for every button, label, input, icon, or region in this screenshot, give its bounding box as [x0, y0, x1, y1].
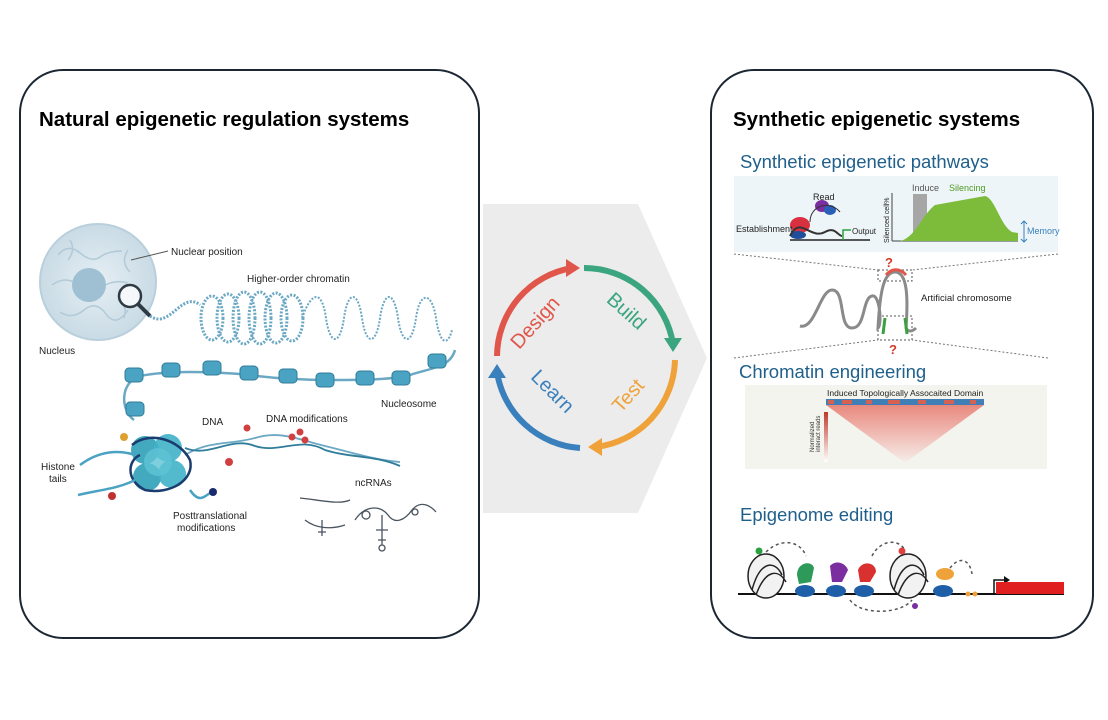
- learn-arrowhead: [488, 364, 506, 378]
- tad-label: Induced Topologically Assocaited Domain: [827, 388, 984, 398]
- tad-ylabel-2: interact reads: [816, 416, 822, 452]
- test-arrowhead: [588, 438, 602, 456]
- establishment-label: Establishment: [736, 224, 793, 234]
- ncrna-structures: [299, 497, 437, 552]
- build-arrowhead: [664, 338, 682, 352]
- pathways-heading: Synthetic epigenetic pathways: [740, 151, 989, 172]
- editing-heading: Epigenome editing: [740, 504, 894, 525]
- left-panel-title: Natural epigenetic regulation systems: [39, 108, 410, 131]
- design-arc: [494, 265, 573, 357]
- build-arc: [583, 264, 676, 345]
- question-mark-top: ?: [885, 255, 893, 270]
- nucleosome-label: Nucleosome: [381, 399, 437, 410]
- ptm-label-2: modifications: [177, 523, 235, 534]
- epigenome-editing-illustration: [738, 541, 1064, 612]
- synthetic-systems-panel: [710, 69, 1094, 639]
- tad-map: [824, 399, 984, 463]
- higher-order-chromatin: [149, 290, 453, 346]
- ptm-label-1: Posttranslational: [173, 511, 247, 522]
- output-label: Output: [852, 227, 877, 236]
- silencing-label: Silencing: [949, 183, 986, 193]
- right-panel-title: Synthetic epigenetic systems: [733, 108, 1021, 131]
- silencing-plot: [891, 193, 1028, 243]
- pathways-circuit: [789, 200, 870, 241]
- artificial-chromosome: [733, 253, 1059, 359]
- dna-methyl-marks: [225, 424, 309, 466]
- higher-order-chromatin-label: Higher-order chromatin: [247, 274, 350, 285]
- histone-tails-label-1: Histone: [41, 462, 75, 473]
- nucleus-illustration: [39, 223, 169, 341]
- natural-systems-panel: [19, 69, 480, 639]
- dna-label: DNA: [202, 417, 223, 428]
- chromatin-heading: Chromatin engineering: [739, 361, 927, 382]
- design-arrowhead: [566, 259, 580, 277]
- dbtl-cycle: [488, 259, 682, 456]
- nucleosome-fiber: [122, 349, 457, 422]
- nuclear-position-label: Nuclear position: [171, 247, 243, 258]
- silenced-cell-ylabel: Silenced cell%: [884, 197, 891, 243]
- test-arc: [595, 359, 678, 450]
- induce-label: Induce: [912, 183, 939, 193]
- tad-ylabel-1: Normalized: [810, 422, 816, 452]
- question-mark-bottom: ?: [889, 342, 897, 357]
- read-label: Read: [813, 192, 835, 202]
- memory-label: Memory: [1027, 226, 1060, 236]
- learn-arc: [494, 371, 581, 451]
- dna-modifications-label: DNA modifications: [266, 414, 348, 425]
- histone-octamer: [77, 433, 217, 500]
- histone-tails-label-2: tails: [49, 474, 67, 485]
- nucleus-label: Nucleus: [39, 346, 75, 357]
- cycle-background-arrow: [483, 204, 707, 513]
- artificial-chromosome-label: Artificial chromosome: [921, 293, 1012, 304]
- ncrnas-label: ncRNAs: [355, 478, 392, 489]
